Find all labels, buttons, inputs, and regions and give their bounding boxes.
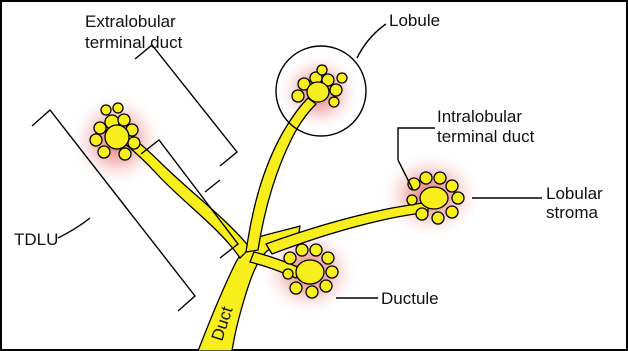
label-lobular-stroma-line2: stroma — [546, 203, 599, 222]
label-extralobular-line2: terminal duct — [85, 33, 183, 52]
extralobular-bracket-tick — [205, 180, 220, 192]
label-tdlu: TDLU — [14, 230, 58, 249]
branch-upper-left — [118, 132, 250, 258]
lobule-leader — [357, 24, 386, 58]
label-lobule: Lobule — [389, 11, 440, 30]
label-extralobular-line1: Extralobular — [85, 12, 176, 31]
label-intralobular-line2: terminal duct — [437, 127, 535, 146]
label-intralobular-line1: Intralobular — [437, 107, 522, 126]
label-lobular-stroma-line1: Lobular — [546, 184, 603, 203]
label-ductule: Ductule — [381, 289, 439, 308]
tdlu-leader — [58, 218, 90, 238]
acini-ductule — [283, 244, 338, 298]
